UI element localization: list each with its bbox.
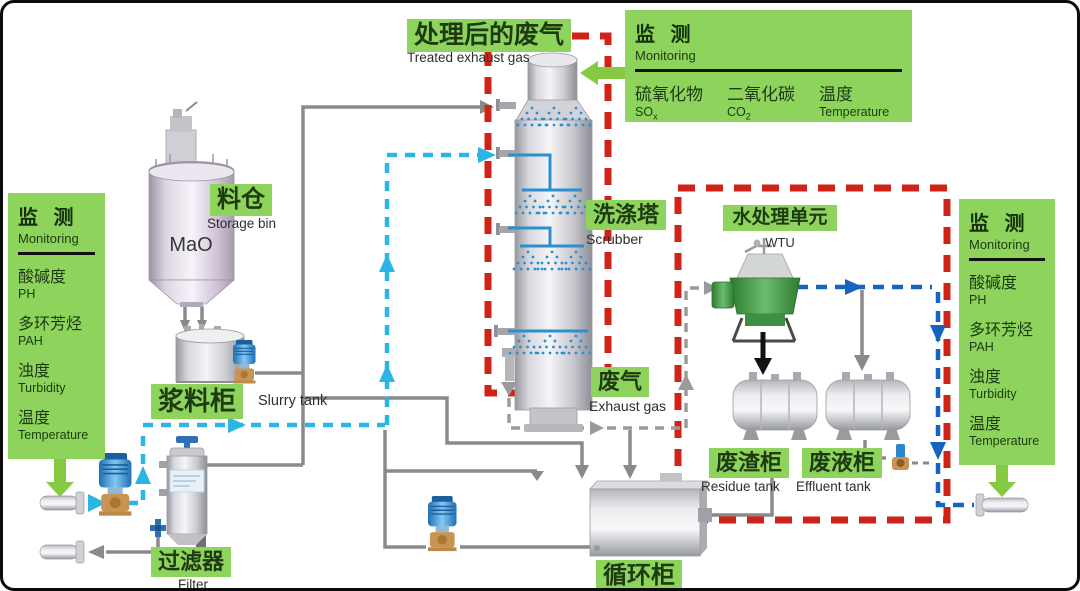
monitoring-item-ph: 酸碱度 PH [969,275,1018,307]
monitoring-panel-top: 监 测 Monitoring 硫氧化物 SOx 二氧化碳 CO2 温度 Temp… [625,10,912,122]
monitoring-item-pah: 多环芳烃 PAH [969,322,1034,354]
monitoring-arrow-top [580,61,627,85]
divider [635,69,902,72]
monitoring-items: 硫氧化物 SOx 二氧化碳 CO2 温度 Temperature [635,80,902,131]
wtu-output-blue-arrows [845,279,946,460]
scrubber-tower-shape [494,52,593,432]
label-wtu: 水处理单元 [723,205,837,231]
filter-vessel-shape [159,436,208,550]
label-storage-bin: 料仓 [210,184,272,216]
label-scrubber-en: Scrubber [586,231,643,247]
effluent-tank-shape [825,371,911,441]
monitoring-item-temperature: 温度 Temperature [18,410,89,442]
monitoring-title: 监 测 [969,213,1030,235]
label-effluent-tank: 废液柜 [802,448,883,478]
label-wtu-en: WTU [765,235,795,250]
slurry-pump [232,339,257,385]
label-exhaust-gas: 废气 [591,367,650,397]
label-residue-tank-en: Residue tank [701,479,780,494]
label-treated-exhaust-gas: 处理后的废气 [407,19,572,53]
label-filter: 过滤器 [151,547,232,577]
monitoring-subtitle: Monitoring [635,48,696,63]
monitoring-item-sox: 硫氧化物 SOx [635,85,703,122]
circulation-pump [427,495,458,552]
monitoring-item-temperature: 温度 Temperature [969,416,1040,448]
monitoring-title: 监 测 [635,24,696,46]
divider [18,252,95,255]
label-exhaust-gas-en: Exhaust gas [589,398,667,414]
pipe-network [106,105,932,554]
storage-bin-material-text: MaO [169,234,213,256]
monitoring-item-co2: 二氧化碳 CO2 [727,85,795,122]
monitoring-subtitle: Monitoring [969,237,1030,252]
monitoring-arrow-right [988,462,1016,497]
monitoring-arrow-left [46,458,74,497]
monitoring-title: 监 测 [18,207,79,229]
pipe-stub-left-lower [39,540,85,564]
divider [969,258,1045,261]
pipe-stub-right [975,493,1029,517]
monitoring-panel-right: 监 测 Monitoring 酸碱度 PH 多环芳烃 PAH 浊度 Turbid… [959,199,1055,465]
label-residue-tank: 废渣柜 [709,448,790,478]
gas-dashed-arrows [501,281,718,435]
monitoring-item-turbidity: 浊度 Turbidity [18,363,66,395]
label-circulation-tank: 循环柜 [596,560,682,591]
residue-tank-shape [732,371,818,441]
label-filter-en: Filter [178,577,208,591]
label-treated-exhaust-gas-en: Treated exhaust gas [407,50,530,65]
monitoring-subtitle: Monitoring [18,231,79,246]
label-storage-bin-en: Storage bin [207,216,277,231]
slurry-tank-shape [175,324,245,383]
pipe-stub-left-upper [39,491,85,515]
red-dashed-box-wtu [674,184,951,524]
wtu-output-blue-path [797,284,974,508]
filter-valve [150,519,166,537]
gas-dashed-path [507,286,706,430]
effluent-valve [892,444,909,470]
label-effluent-tank-en: Effluent tank [796,479,871,494]
label-slurry-tank: 浆料柜 [151,384,244,419]
feed-pump [98,452,133,517]
wtu-separator-shape [711,238,801,343]
monitoring-item-ph: 酸碱度 PH [18,269,67,301]
monitoring-item-pah: 多环芳烃 PAH [18,316,83,348]
monitoring-panel-left: 监 测 Monitoring 酸碱度 PH 多环芳烃 PAH 浊度 Turbid… [8,193,105,459]
label-scrubber: 洗涤塔 [586,200,667,230]
recirculation-cyan-arrows [88,147,496,512]
circulation-tank-shape [589,473,712,557]
wtu-residue-arrow [754,332,772,375]
label-slurry-tank-en: Slurry tank [258,393,328,409]
monitoring-item-temperature: 温度 Temperature [819,85,890,119]
monitoring-item-turbidity: 浊度 Turbidity [969,369,1017,401]
